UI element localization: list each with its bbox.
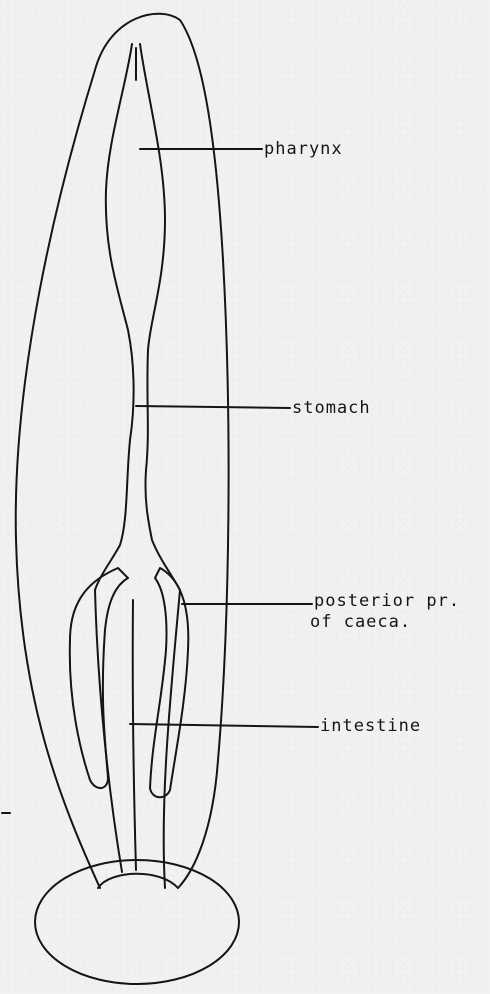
intestine-label: intestine xyxy=(320,718,421,735)
gut-wall-left xyxy=(95,44,134,872)
right-caecum xyxy=(150,568,188,797)
intestine-center-line xyxy=(133,600,136,870)
pharynx-label: pharynx xyxy=(264,141,343,158)
stomach-label: stomach xyxy=(292,400,371,417)
body-outline xyxy=(16,14,229,888)
disc-junction-arc xyxy=(98,874,178,888)
basal-disc xyxy=(35,860,239,984)
caeca-label-line1: posterior pr. xyxy=(314,593,460,610)
stomach-leader xyxy=(136,406,290,408)
intestine-leader xyxy=(130,724,318,727)
caeca-label-line2: of caeca. xyxy=(310,614,411,631)
